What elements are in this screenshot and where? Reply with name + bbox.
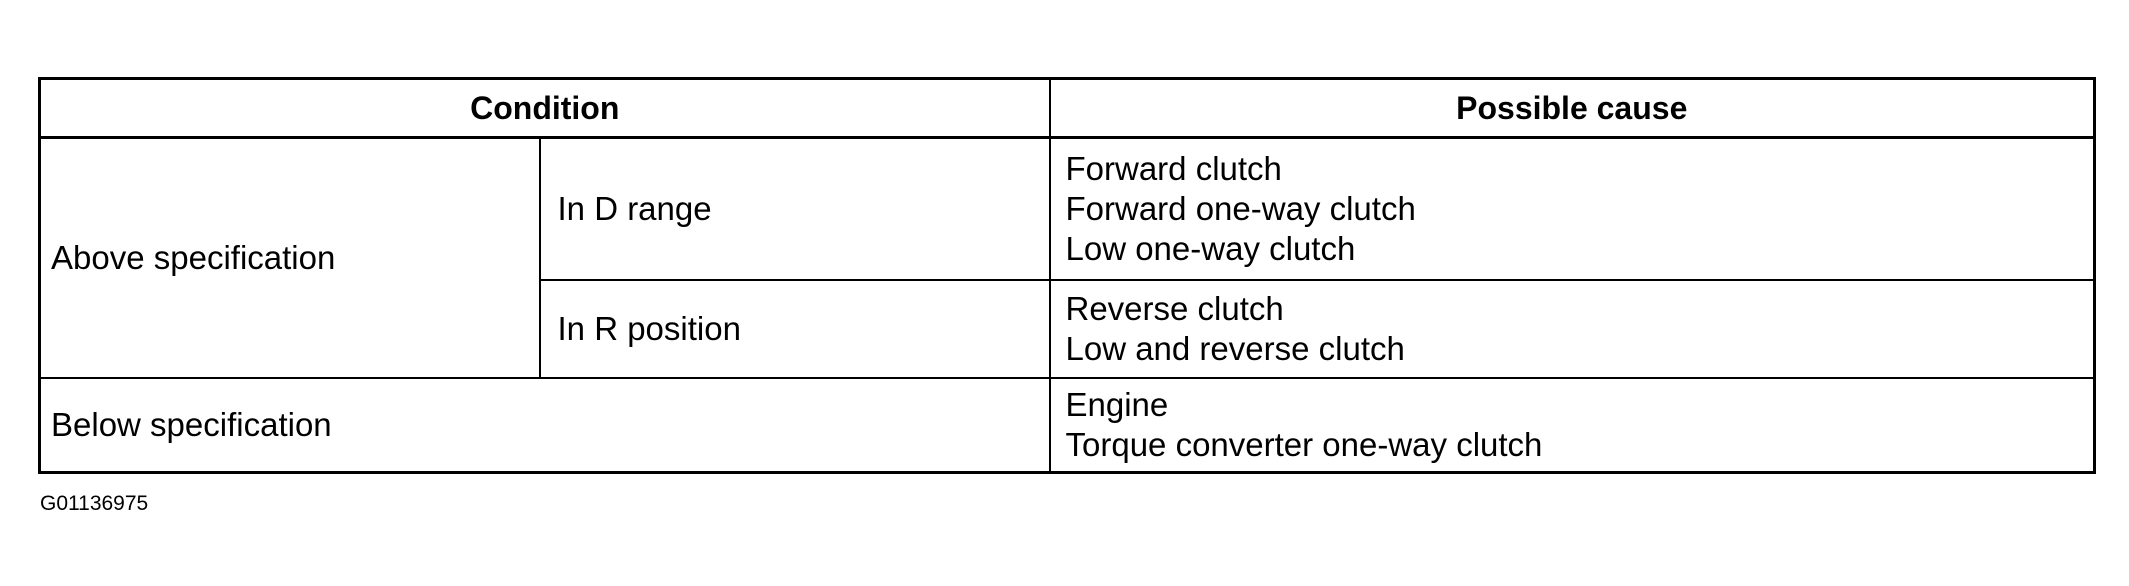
header-condition: Condition [38,77,1051,139]
subcondition-cell: In D range [538,136,1051,281]
table-row: In R position Reverse clutch Low and rev… [40,279,2096,379]
cause-item: Engine [1065,386,1169,423]
table-row: Above specification In D range Forward c… [38,136,2096,379]
possible-cause-cell: Engine Torque converter one-way clutch [1048,377,2096,474]
condition-cell: Above specification [38,136,541,379]
cause-item: Reverse clutch [1065,290,1284,327]
subcondition-cell: In R position [538,279,1051,379]
cause-item: Low and reverse clutch [1065,330,1405,367]
cause-item: Forward one-way clutch [1065,190,1416,227]
condition-cell: Below specification [38,377,1051,474]
cause-item: Low one-way clutch [1065,230,1356,267]
cause-item: Forward clutch [1065,150,1282,187]
table-header-row: Condition Possible cause [38,77,2096,139]
header-possible-cause: Possible cause [1048,77,2096,139]
figure-id: G01136975 [40,492,149,515]
table-row: Below specification Engine Torque conver… [38,377,2096,474]
possible-cause-cell: Reverse clutch Low and reverse clutch [1048,279,2096,379]
cause-item: Torque converter one-way clutch [1065,426,1543,463]
possible-cause-cell: Forward clutch Forward one-way clutch Lo… [1048,136,2096,281]
diagnosis-table: Condition Possible cause Above specifica… [38,77,2096,474]
